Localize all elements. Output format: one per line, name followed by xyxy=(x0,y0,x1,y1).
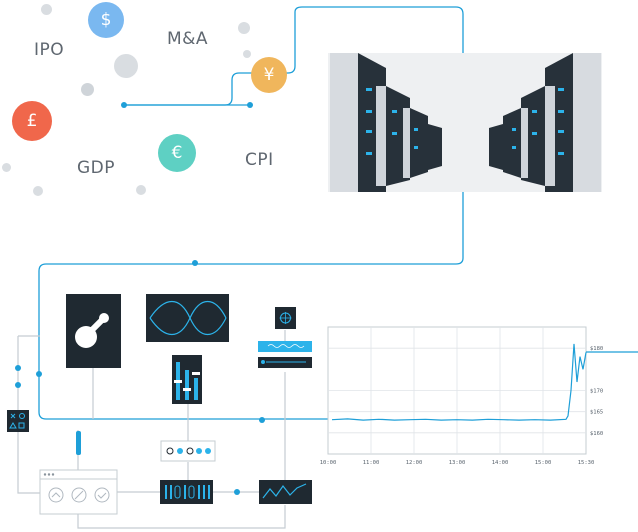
x-tick-label: 13:00 xyxy=(449,460,466,466)
x-tick-label: 15:30 xyxy=(578,460,595,466)
decor-dot xyxy=(33,186,43,196)
decor-dot xyxy=(41,4,52,15)
cable-connector xyxy=(76,431,81,455)
target-control xyxy=(258,307,312,368)
yen-coin-icon: ¥ xyxy=(251,57,287,93)
decor-dot xyxy=(2,163,11,172)
decor-dot xyxy=(136,185,146,195)
x-tick-label: 15:00 xyxy=(535,460,552,466)
price-line xyxy=(331,343,587,421)
y-tick-label: $165 xyxy=(590,410,603,416)
chart-grid xyxy=(328,327,586,454)
decor-dot xyxy=(114,54,138,78)
decor-dot xyxy=(243,50,251,58)
browser-window xyxy=(39,469,118,515)
strategy-panel xyxy=(66,294,121,368)
zigzag-panel xyxy=(259,480,312,504)
y-tick-labels: $180 $170 $165 $160 xyxy=(590,346,603,437)
shapes-box xyxy=(7,410,29,432)
pound-coin-icon: £ xyxy=(12,101,52,141)
equaliser-panel xyxy=(172,355,202,404)
dollar-coin-icon: $ xyxy=(88,2,124,38)
y-tick-label: $170 xyxy=(590,389,603,395)
term-ma: M&A xyxy=(167,29,209,49)
y-tick-label: $180 xyxy=(590,346,603,352)
x-tick-label: 10:00 xyxy=(320,460,337,466)
y-tick-label: $160 xyxy=(590,431,603,437)
term-gdp: GDP xyxy=(77,158,116,178)
term-cpi: CPI xyxy=(245,150,274,170)
wave-monitor xyxy=(146,294,229,342)
server-room-illustration xyxy=(328,53,602,192)
connector-nodes xyxy=(15,102,265,495)
term-ipo: IPO xyxy=(34,40,65,60)
euro-coin-icon: € xyxy=(158,134,196,172)
x-tick-labels: 10:00 11:00 12:00 13:00 14:00 15:00 15:30 xyxy=(320,460,595,466)
decor-dot xyxy=(238,22,250,34)
x-tick-label: 12:00 xyxy=(406,460,423,466)
price-chart: 10:00 11:00 12:00 13:00 14:00 15:00 15:30 $180… xyxy=(320,326,638,466)
dots-selector xyxy=(160,440,216,462)
binary-panel xyxy=(160,480,213,504)
decor-dot xyxy=(81,83,94,96)
x-tick-label: 11:00 xyxy=(363,460,380,466)
x-tick-label: 14:00 xyxy=(492,460,509,466)
